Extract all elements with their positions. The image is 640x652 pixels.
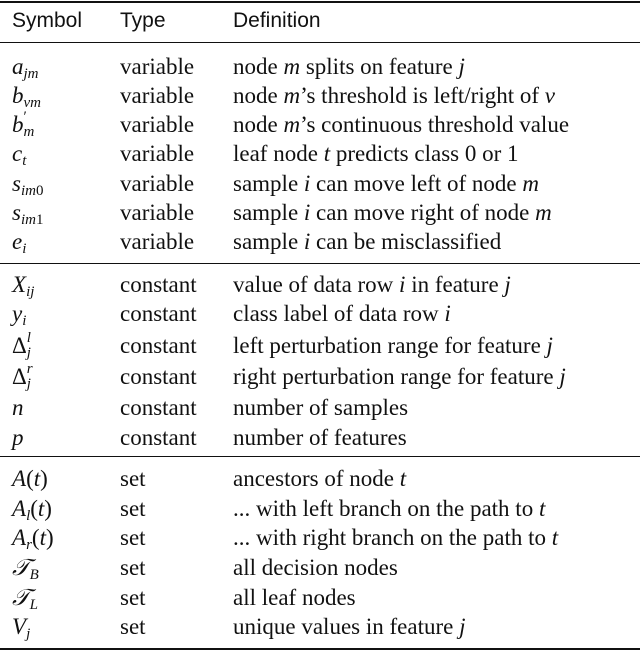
symbol-cell: sim1 — [12, 200, 44, 228]
symbol-cell: ei — [12, 229, 27, 257]
type-cell: constant — [120, 395, 197, 420]
symbol-cell: Xij — [12, 272, 35, 300]
symbol-cell: Ar(t) — [12, 525, 54, 553]
definition-cell: sample i can move left of node m — [233, 171, 539, 196]
definition-cell: number of samples — [233, 395, 409, 420]
header-row: Symbol Type Definition — [0, 6, 640, 35]
definition-cell: ... with left branch on the path to t — [233, 496, 546, 521]
type-cell: set — [120, 496, 146, 521]
type-cell: set — [120, 555, 146, 580]
table-row: sim0 variable sample i can move left of … — [0, 169, 640, 199]
definition-cell: value of data row i in feature j — [233, 272, 511, 297]
definition-cell: all decision nodes — [233, 555, 398, 580]
group-rule — [0, 263, 640, 264]
type-cell: variable — [120, 229, 195, 254]
table-row: 𝒯L set all leaf nodes — [0, 583, 640, 613]
table-row: 𝒯B set all decision nodes — [0, 553, 640, 583]
symbol-cell: yi — [12, 301, 27, 329]
table-row: A(t) set ancestors of node t — [0, 464, 640, 493]
table-row: Ar(t) set ... with right branch on the p… — [0, 523, 640, 553]
type-cell: variable — [120, 141, 195, 166]
definition-cell: unique values in feature j — [233, 614, 466, 639]
type-cell: constant — [120, 333, 197, 358]
type-cell: set — [120, 466, 146, 491]
table-row: ajm variable node m splits on feature j — [0, 52, 640, 82]
table-row: Vj set unique values in feature j — [0, 612, 640, 642]
definition-cell: ... with right branch on the path to t — [233, 525, 559, 550]
definition-cell: right perturbation range for feature j — [233, 364, 566, 389]
definition-cell: node m splits on feature j — [233, 54, 465, 79]
symbol-cell: 𝒯B — [12, 555, 39, 583]
definition-cell: node m’s threshold is left/right of v — [233, 83, 555, 108]
symbol-cell: Vj — [12, 614, 31, 642]
symbol-cell: ct — [12, 141, 27, 169]
table-row: sim1 variable sample i can move right of… — [0, 198, 640, 228]
symbol-cell: ajm — [12, 54, 39, 82]
type-cell: set — [120, 585, 146, 610]
type-cell: constant — [120, 272, 197, 297]
definition-cell: sample i can be misclassified — [233, 229, 502, 254]
symbol-cell: p — [12, 425, 24, 450]
symbol-cell: 𝒯L — [12, 585, 38, 613]
header-rule — [0, 42, 640, 43]
type-cell: set — [120, 525, 146, 550]
type-cell: constant — [120, 301, 197, 326]
table-row: n constant number of samples — [0, 393, 640, 422]
table-row: ct variable leaf node t predicts class 0… — [0, 139, 640, 169]
table-row: p constant number of features — [0, 423, 640, 452]
header-definition: Definition — [233, 9, 321, 32]
definition-cell: sample i can move right of node m — [233, 200, 552, 225]
type-cell: constant — [120, 364, 197, 389]
header-type: Type — [120, 9, 166, 32]
definition-cell: number of features — [233, 425, 407, 450]
type-cell: variable — [120, 200, 195, 225]
symbol-cell: bvm — [12, 83, 41, 111]
type-cell: variable — [120, 112, 195, 137]
type-cell: variable — [120, 83, 195, 108]
table-row: bvm variable node m’s threshold is left/… — [0, 81, 640, 111]
type-cell: variable — [120, 171, 195, 196]
symbol-cell: A(t) — [12, 466, 48, 491]
definition-cell: all leaf nodes — [233, 585, 356, 610]
header-symbol: Symbol — [12, 9, 83, 32]
definition-cell: leaf node t predicts class 0 or 1 — [233, 141, 519, 166]
table-row: Al(t) set ... with left branch on the pa… — [0, 494, 640, 524]
type-cell: constant — [120, 425, 197, 450]
definition-cell: left perturbation range for feature j — [233, 333, 553, 358]
type-cell: variable — [120, 54, 195, 79]
table-row: ei variable sample i can be misclassifie… — [0, 227, 640, 257]
definition-cell: class label of data row i — [233, 301, 451, 326]
table-row: Xij constant value of data row i in feat… — [0, 270, 640, 300]
symbol-cell: sim0 — [12, 171, 44, 199]
definition-cell: node m’s continuous threshold value — [233, 112, 570, 137]
symbol-cell: n — [12, 395, 24, 420]
table-row: b′m variable node m’s continuous thresho… — [0, 109, 640, 140]
definition-cell: ancestors of node t — [233, 466, 407, 491]
top-rule — [0, 1, 640, 3]
symbol-cell: b′m — [12, 109, 35, 140]
bottom-rule — [0, 648, 640, 650]
group-rule — [0, 456, 640, 457]
table-row: yi constant class label of data row i — [0, 299, 640, 329]
type-cell: set — [120, 614, 146, 639]
symbol-cell: Al(t) — [12, 496, 52, 524]
